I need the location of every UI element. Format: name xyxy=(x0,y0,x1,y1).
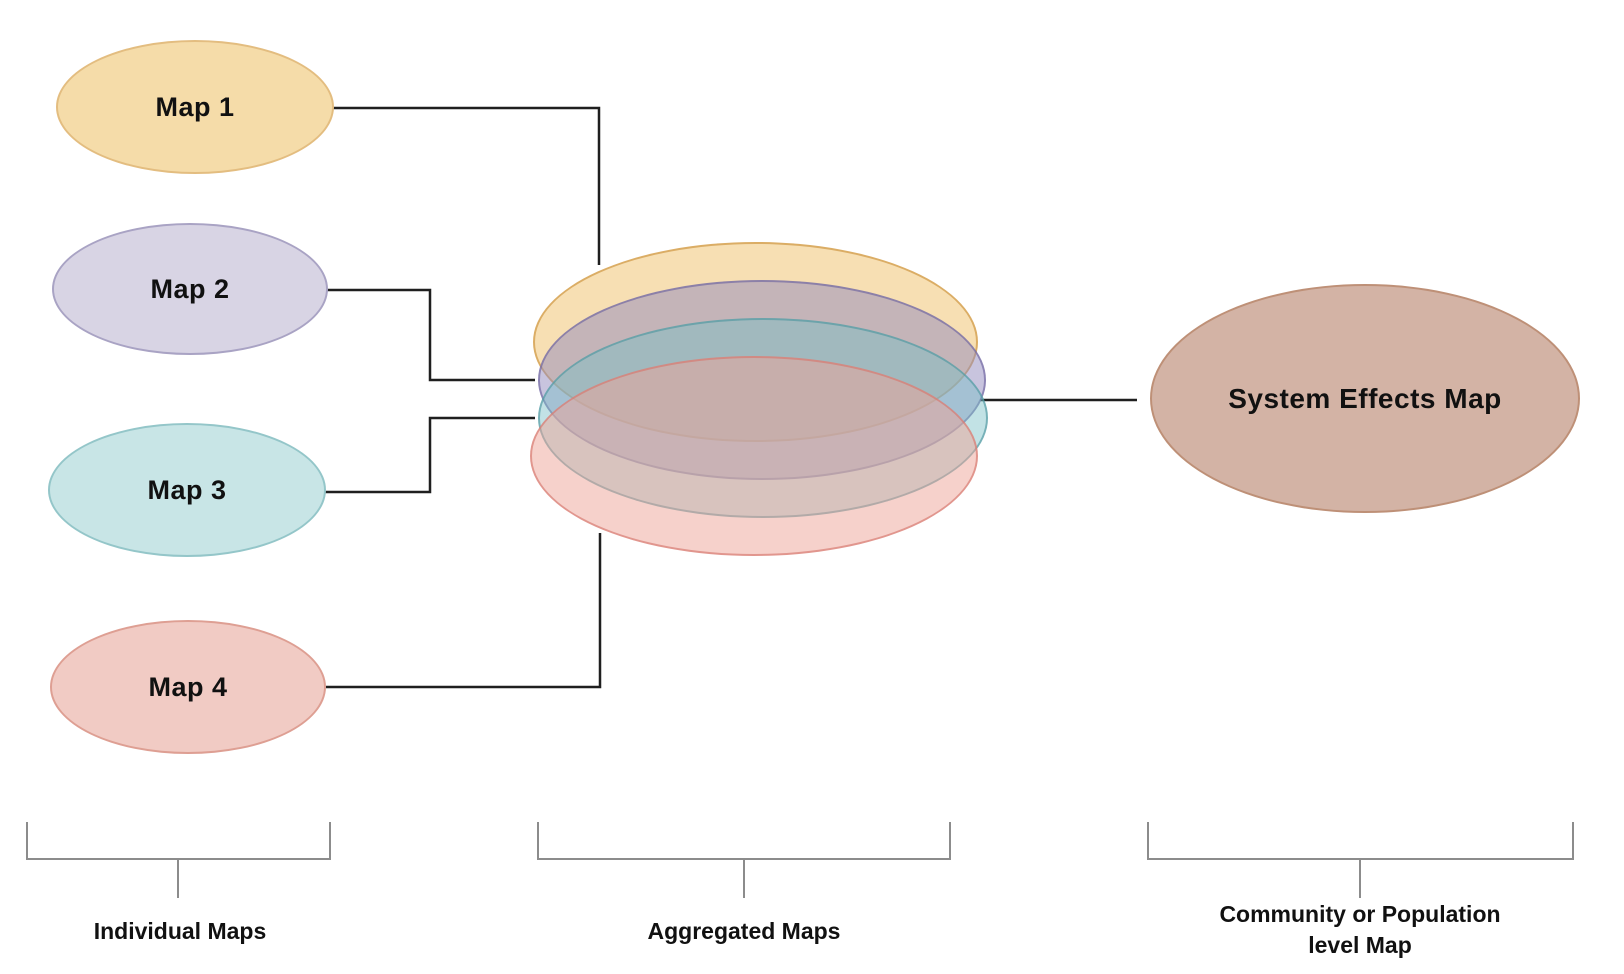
arrow-map2-to-stack xyxy=(326,288,535,382)
map-1-label: Map 1 xyxy=(155,91,235,122)
map-2-label: Map 2 xyxy=(150,273,230,304)
map-4-label: Map 4 xyxy=(148,671,228,702)
group-label-individual-maps: Individual Maps xyxy=(93,918,267,944)
group-label-aggregated-maps: Aggregated Maps xyxy=(647,918,841,944)
aggregated-layer-map4 xyxy=(530,356,978,556)
map-4-node: Map 4 xyxy=(50,620,326,754)
system-effects-map-node: System Effects Map xyxy=(1150,284,1580,513)
arrow-map3-to-stack xyxy=(324,416,535,494)
group-label-community-map: Community or Population level Map xyxy=(1160,899,1560,961)
bracket-aggregated-maps xyxy=(537,822,951,898)
group-label-community-line1: Community or Population xyxy=(1219,901,1501,927)
group-label-community-line2: level Map xyxy=(1308,932,1412,958)
map-3-label: Map 3 xyxy=(147,474,227,505)
bracket-individual-maps xyxy=(26,822,331,898)
arrow-map4-to-stack xyxy=(326,533,602,689)
map-2-node: Map 2 xyxy=(52,223,328,355)
map-3-node: Map 3 xyxy=(48,423,326,557)
arrow-map1-to-stack xyxy=(332,106,601,265)
bracket-community-map xyxy=(1147,822,1574,898)
map-1-node: Map 1 xyxy=(56,40,334,174)
system-effects-map-label: System Effects Map xyxy=(1228,382,1502,414)
